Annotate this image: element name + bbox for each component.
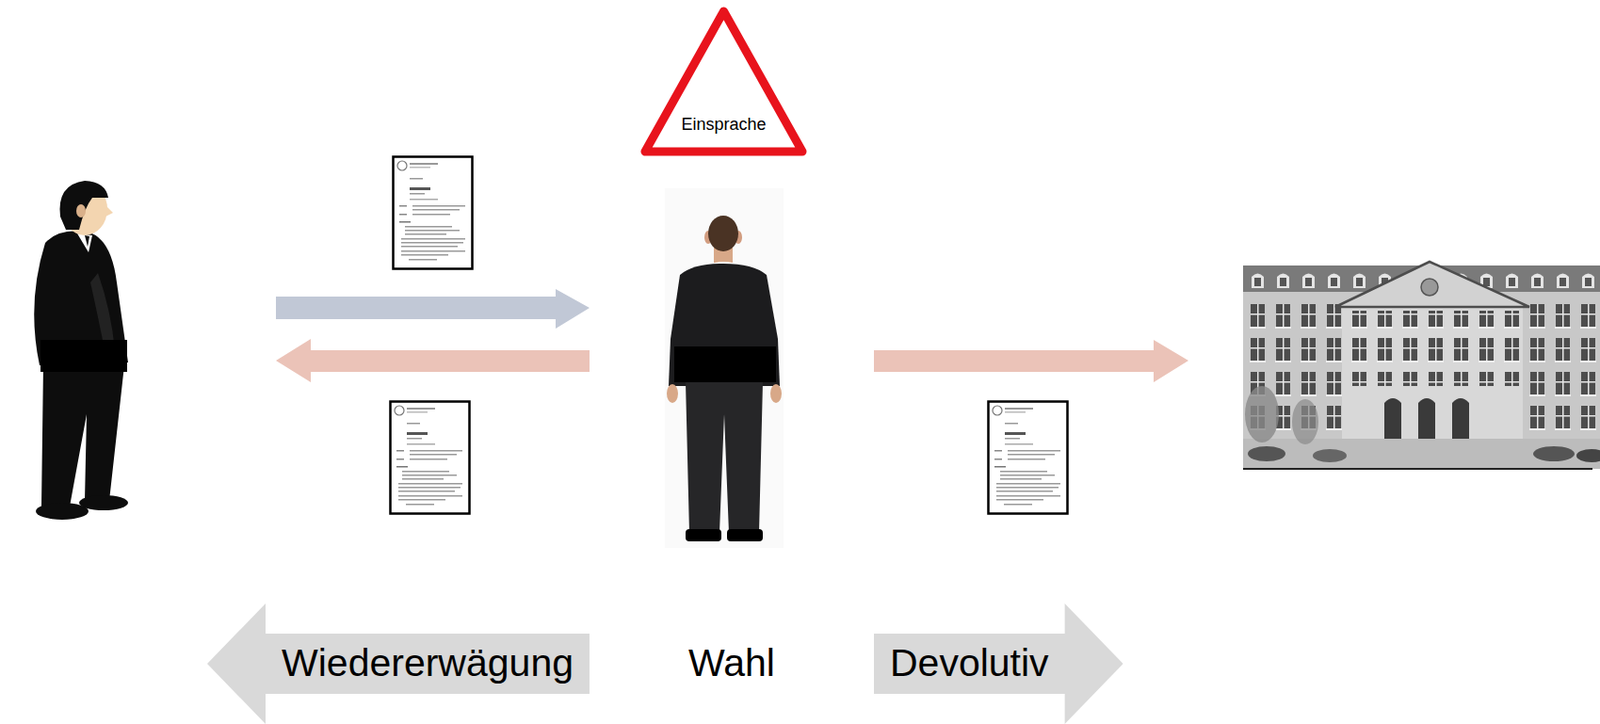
node-text: Devolutiv	[889, 641, 1050, 686]
person-side	[60, 180, 109, 230]
person-back	[664, 188, 784, 549]
court-building	[1341, 303, 1523, 443]
court-building	[1243, 468, 1593, 470]
person-back	[668, 263, 780, 387]
node-text: Einsprache	[680, 114, 766, 135]
person-side	[40, 339, 128, 372]
person-side	[79, 495, 129, 511]
document	[390, 402, 470, 515]
court-building	[1421, 278, 1439, 296]
court-building	[1418, 398, 1436, 439]
triangle-outline	[645, 11, 803, 152]
document	[988, 402, 1068, 515]
court-building	[1244, 386, 1279, 443]
direction-arrow: Wiedererwägung	[207, 603, 590, 724]
person-side	[76, 204, 86, 218]
warning-triangle: Einsprache	[639, 4, 809, 159]
flow-arrow	[275, 339, 590, 383]
court-building	[1292, 399, 1319, 445]
document	[393, 157, 473, 270]
court-building	[1384, 398, 1402, 439]
arrow-shape	[873, 603, 1124, 724]
person-side	[33, 180, 129, 520]
person-back	[770, 384, 782, 404]
person-back	[666, 384, 679, 404]
arrow-shape	[207, 603, 590, 724]
court-building	[1243, 438, 1600, 469]
flow-arrow	[873, 339, 1189, 383]
node-shape	[639, 4, 809, 159]
court-building	[1452, 398, 1470, 439]
person-side	[77, 233, 93, 253]
person-back	[674, 346, 776, 383]
person-back	[708, 215, 739, 252]
person-side	[105, 205, 114, 217]
person-back	[685, 382, 763, 534]
direction-arrow: Devolutiv	[873, 603, 1124, 724]
person-side	[41, 365, 125, 507]
person-side	[84, 235, 90, 247]
court-building	[1247, 446, 1286, 462]
person-back	[727, 529, 763, 542]
choice-label: Wahl	[688, 641, 776, 686]
court-building	[1344, 310, 1520, 387]
court-building	[1312, 449, 1347, 463]
node-text: Wiedererwägung	[281, 641, 574, 686]
court-building	[1533, 446, 1575, 462]
person-back	[685, 529, 722, 542]
person-back	[664, 188, 784, 549]
court-building	[1243, 261, 1600, 470]
court-building	[1335, 261, 1530, 308]
flow-arrow	[275, 289, 590, 329]
court-building	[1576, 449, 1600, 463]
